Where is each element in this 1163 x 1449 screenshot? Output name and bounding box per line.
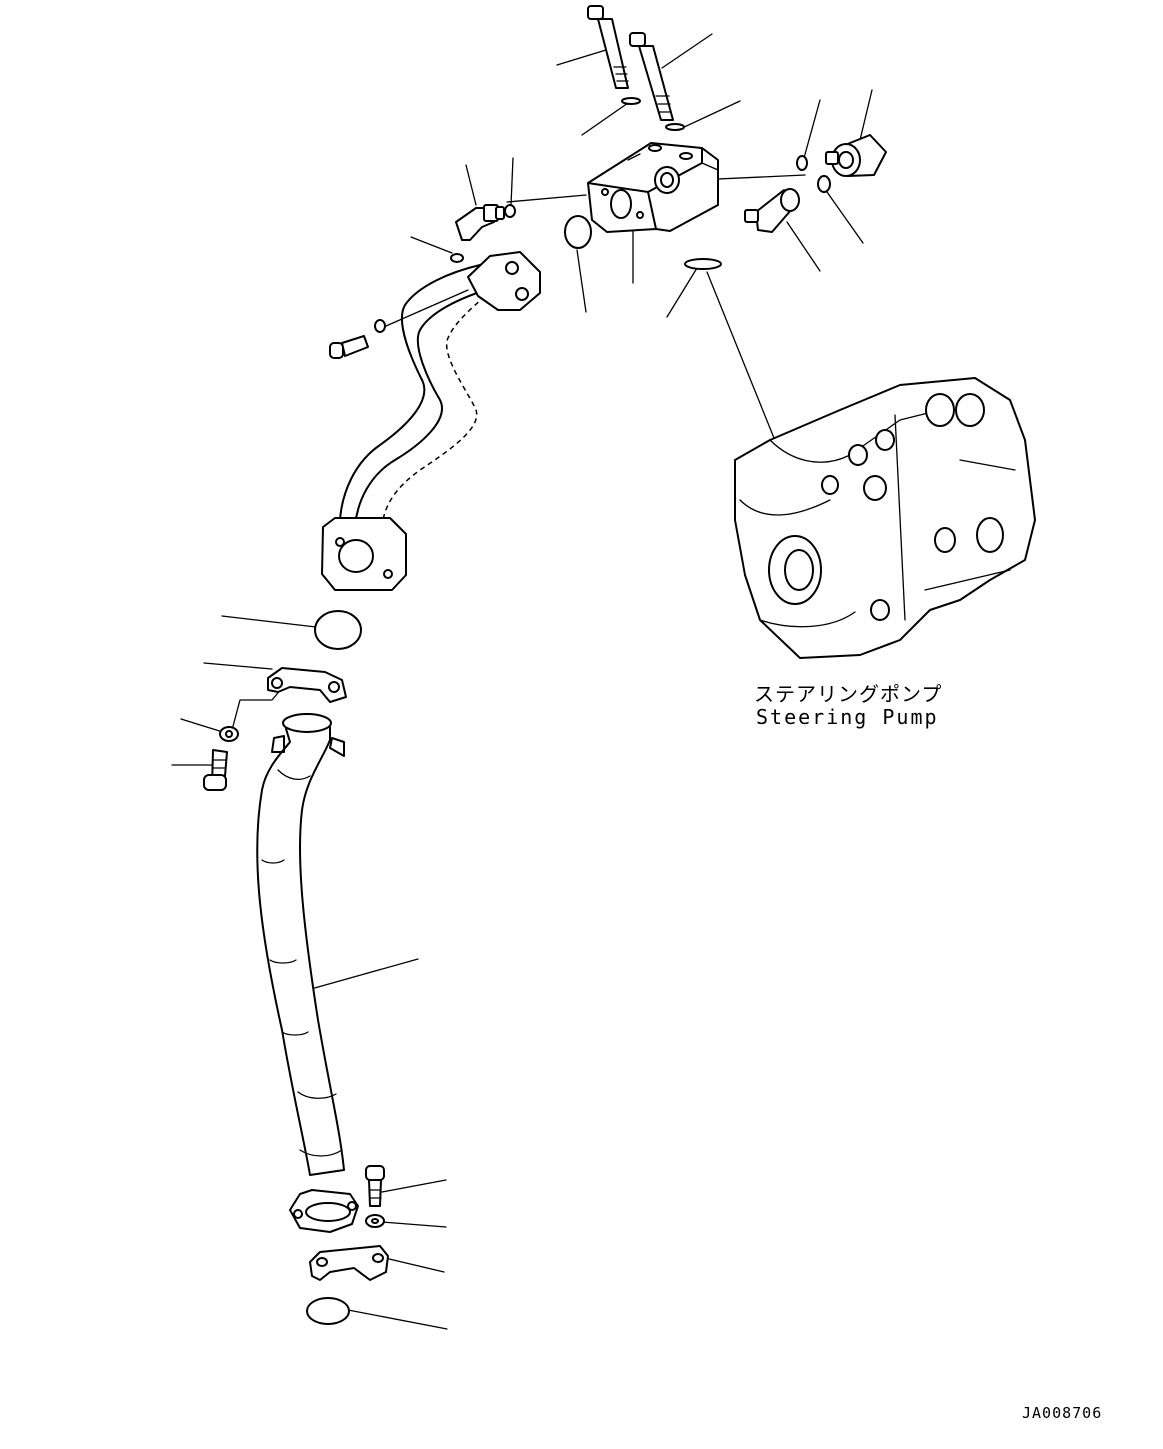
bolt-washers	[621, 97, 685, 131]
hose-o-ring-lower	[306, 1297, 350, 1325]
bolt-upper	[203, 749, 228, 791]
steering-pump	[734, 377, 1036, 659]
flange-bolt-upper	[329, 319, 386, 359]
split-flange-lower	[309, 1245, 389, 1281]
hose	[256, 713, 345, 1176]
bolt-long-left	[587, 5, 629, 89]
hose-o-ring-upper	[314, 610, 362, 650]
drawing-id: JA008706	[1022, 1404, 1103, 1422]
split-flange-upper	[267, 667, 347, 703]
upper-tube	[321, 251, 541, 591]
elbow-fitting	[455, 204, 505, 241]
bolt-long-right	[629, 32, 674, 121]
steering-pump-label-en: Steering Pump	[756, 705, 939, 729]
o-rings-block	[450, 155, 831, 270]
steering-pump-label-jp: ステアリングポンプ	[754, 682, 943, 706]
leader-lines	[171, 33, 873, 1330]
split-flange-lower-fitting	[289, 1189, 359, 1233]
pressure-sensor-lower	[744, 188, 800, 233]
valve-block	[587, 142, 719, 233]
pressure-sensor-upper	[825, 134, 887, 177]
washer-lower	[365, 1214, 385, 1228]
bolt-lower	[365, 1165, 385, 1207]
washer-upper	[219, 726, 239, 742]
